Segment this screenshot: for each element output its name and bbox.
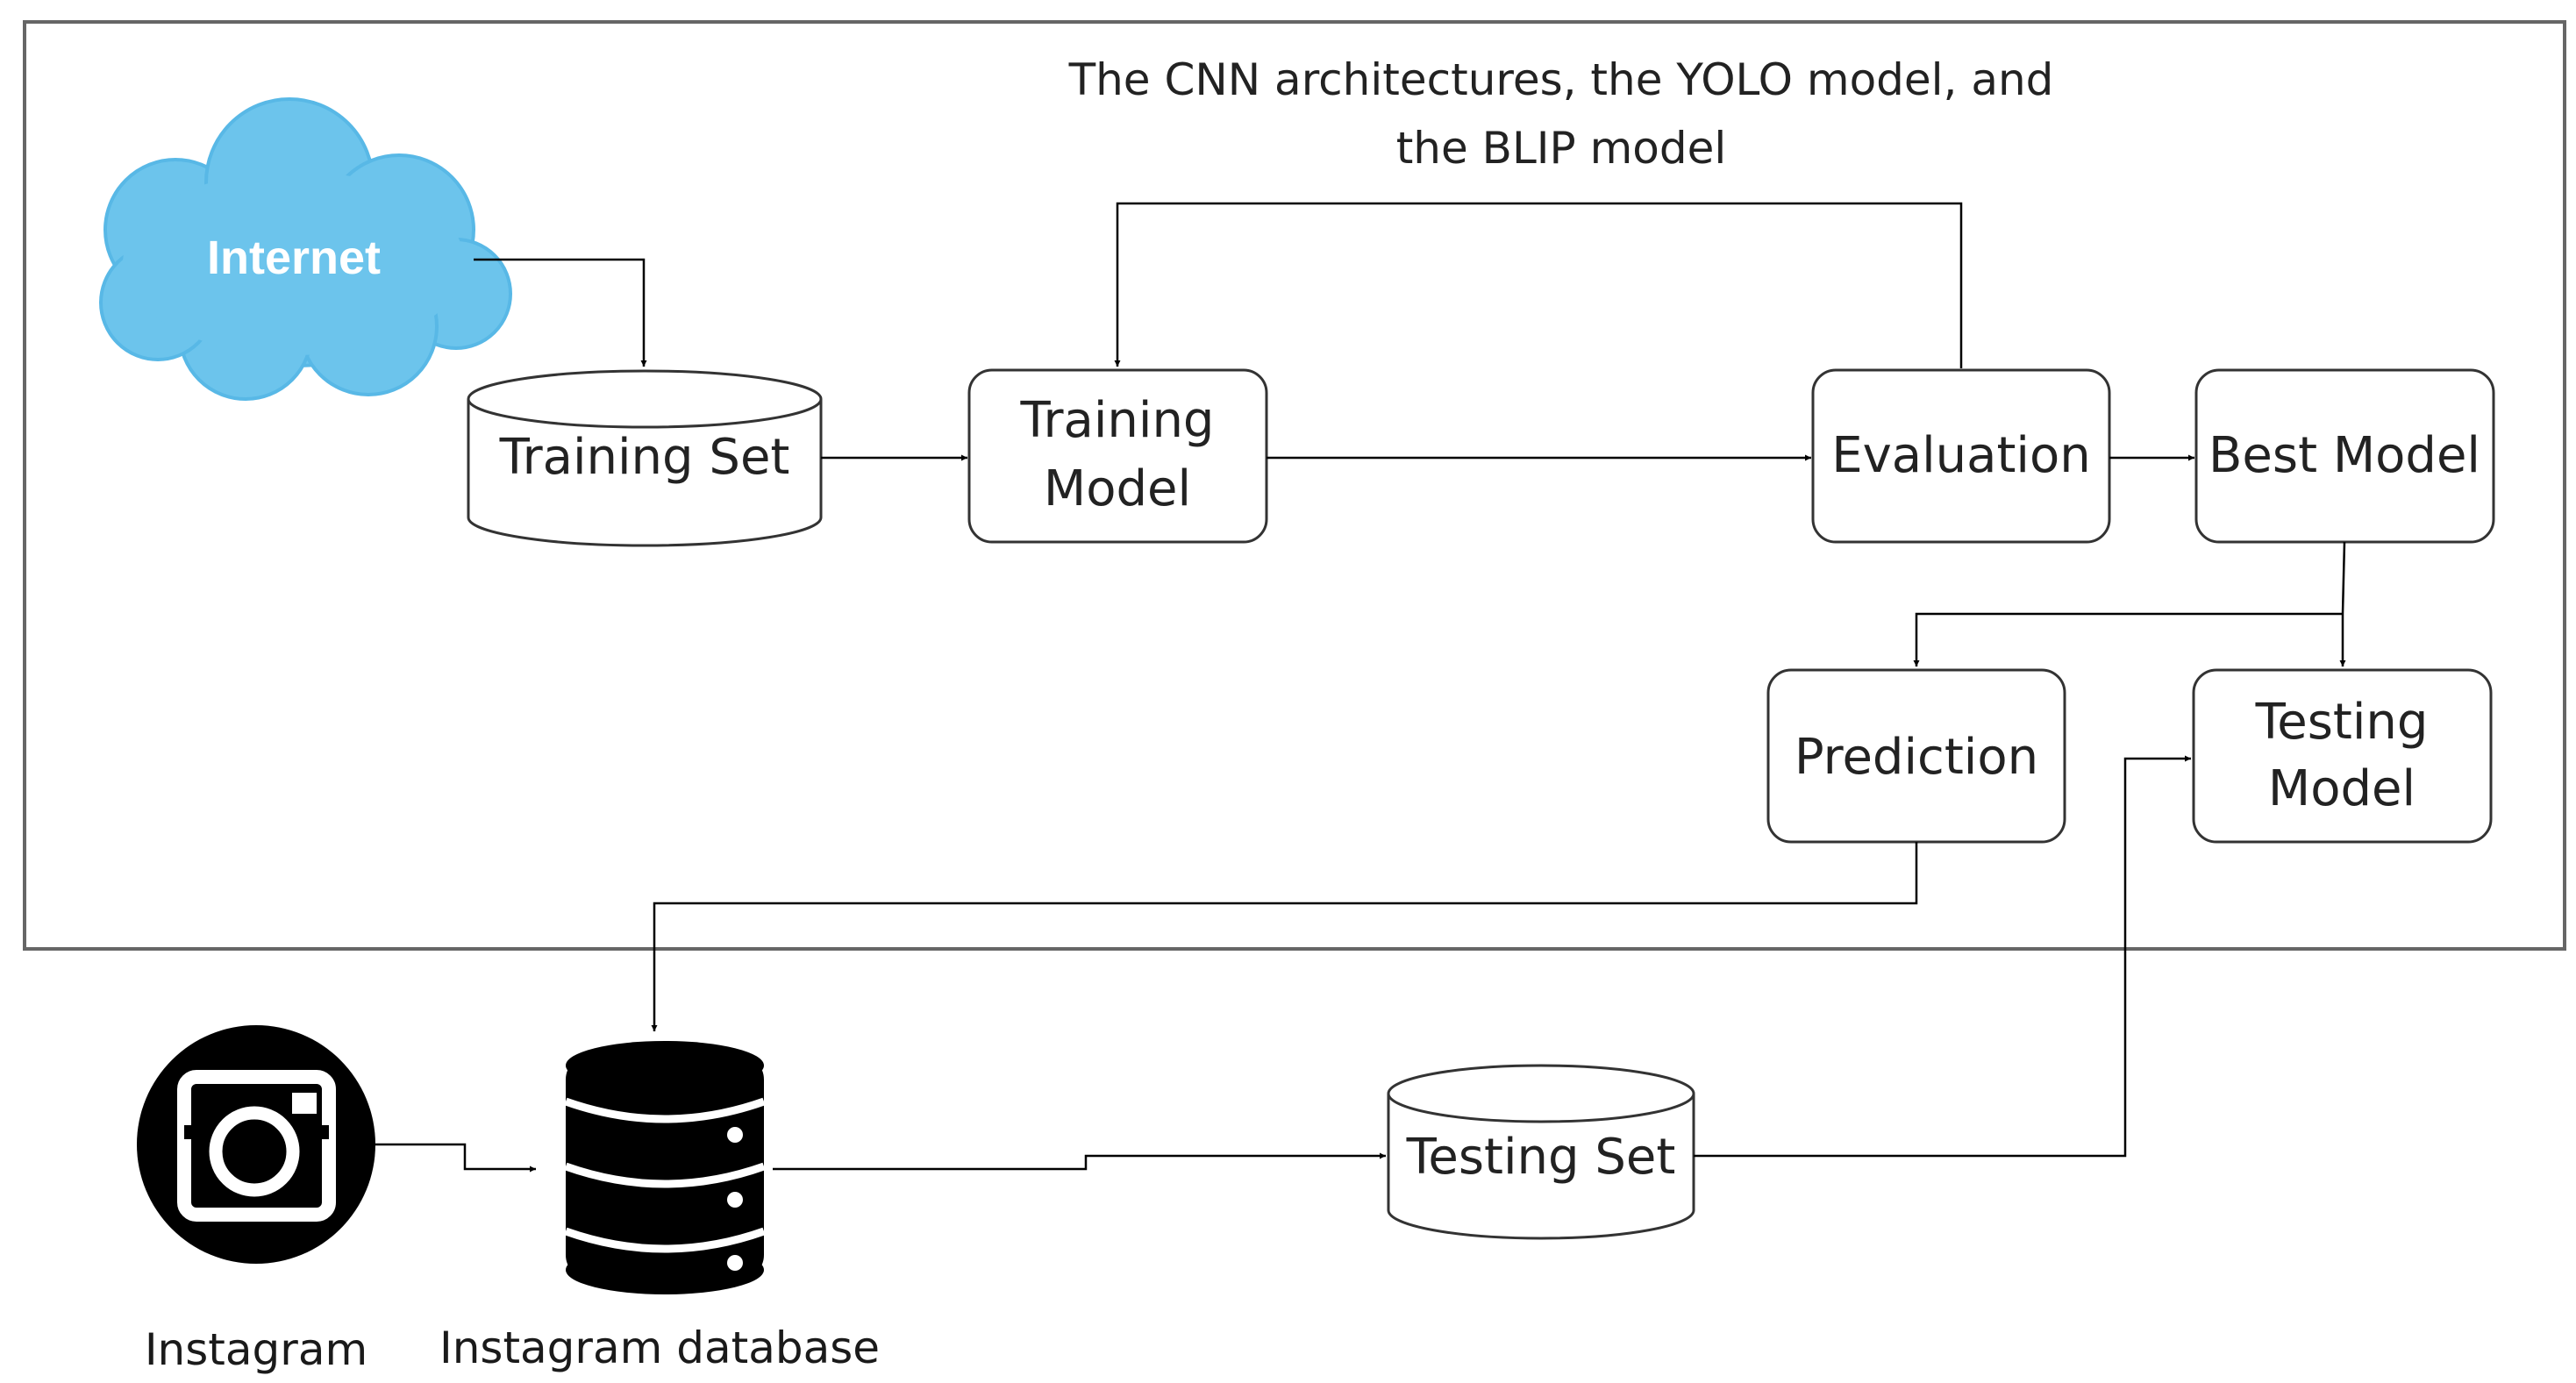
edge-best-model-to-prediction (1913, 612, 2343, 667)
instagram-database-label: Instagram database (439, 1322, 880, 1373)
edge-instagram-to-database (375, 1143, 536, 1173)
best-model-node: Best Model (2194, 368, 2495, 544)
prediction-node: Prediction (1766, 668, 2066, 844)
caption-line-1: The CNN architectures, the YOLO model, a… (1068, 54, 2054, 105)
testing-model-label-line-1: Testing (2255, 694, 2429, 751)
edge-best-model-to-testing-model (2339, 541, 2346, 667)
edge-prediction-to-database (651, 842, 1918, 1031)
instagram-node: Instagram (137, 1025, 375, 1375)
database-icon (564, 1041, 766, 1294)
testing-set-node: Testing Set (1387, 1064, 1695, 1240)
camera-icon (137, 1025, 375, 1264)
caption-line-2: the BLIP model (1396, 123, 1727, 174)
evaluation-label: Evaluation (1831, 427, 2090, 484)
evaluation-node: Evaluation (1811, 368, 2111, 544)
testing-model-node: Testing Model (2192, 668, 2493, 844)
instagram-label: Instagram (145, 1324, 367, 1375)
training-model-label-line-1: Training (1020, 392, 1215, 449)
edge-internet-to-training-set (474, 258, 647, 367)
testing-model-label-line-2: Model (2268, 760, 2415, 817)
testing-set-label: Testing Set (1406, 1129, 1676, 1186)
training-model-label-line-2: Model (1044, 460, 1191, 517)
prediction-label: Prediction (1795, 729, 2038, 786)
system-frame (23, 20, 2566, 951)
training-set-label: Training Set (499, 429, 790, 486)
edge-testing-set-to-testing-model (1694, 755, 2191, 1158)
edge-database-to-testing-set (773, 1152, 1386, 1171)
internet-node: Internet (99, 97, 512, 401)
training-model-node: Training Model (967, 368, 1268, 544)
best-model-label: Best Model (2209, 427, 2480, 484)
instagram-database-node: Instagram database (439, 1041, 880, 1373)
internet-label: Internet (207, 232, 381, 284)
edge-evaluation-to-training-model-feedback (1114, 202, 1963, 368)
training-set-node: Training Set (467, 369, 823, 547)
